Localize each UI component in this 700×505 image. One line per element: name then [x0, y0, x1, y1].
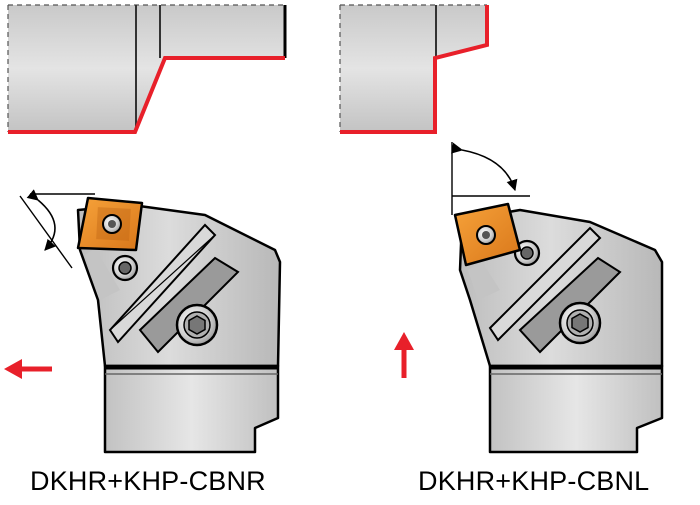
right-tool-label: DKHR+KHP-CBNL	[418, 466, 650, 496]
right-feed-arrow-icon	[394, 332, 414, 378]
right-clamp-screw-icon	[558, 301, 602, 345]
left-angle-icon	[19, 189, 95, 269]
right-cut-profile-line	[340, 5, 489, 134]
right-small-screw-icon	[513, 239, 541, 267]
left-insert-icon	[76, 196, 144, 252]
right-workpiece-profile	[339, 4, 489, 134]
left-clamp-screw-icon	[175, 303, 219, 347]
left-feed-arrow-icon	[4, 359, 52, 379]
right-insert-icon	[453, 202, 522, 267]
left-workpiece-profile	[7, 4, 287, 134]
left-cut-profile-line	[8, 56, 285, 134]
left-tool-holder	[19, 189, 282, 454]
left-small-screw-icon	[111, 254, 139, 282]
left-tool-label: DKHR+KHP-CBNR	[30, 466, 266, 496]
right-tool-holder	[451, 142, 664, 454]
right-angle-icon	[451, 142, 530, 215]
